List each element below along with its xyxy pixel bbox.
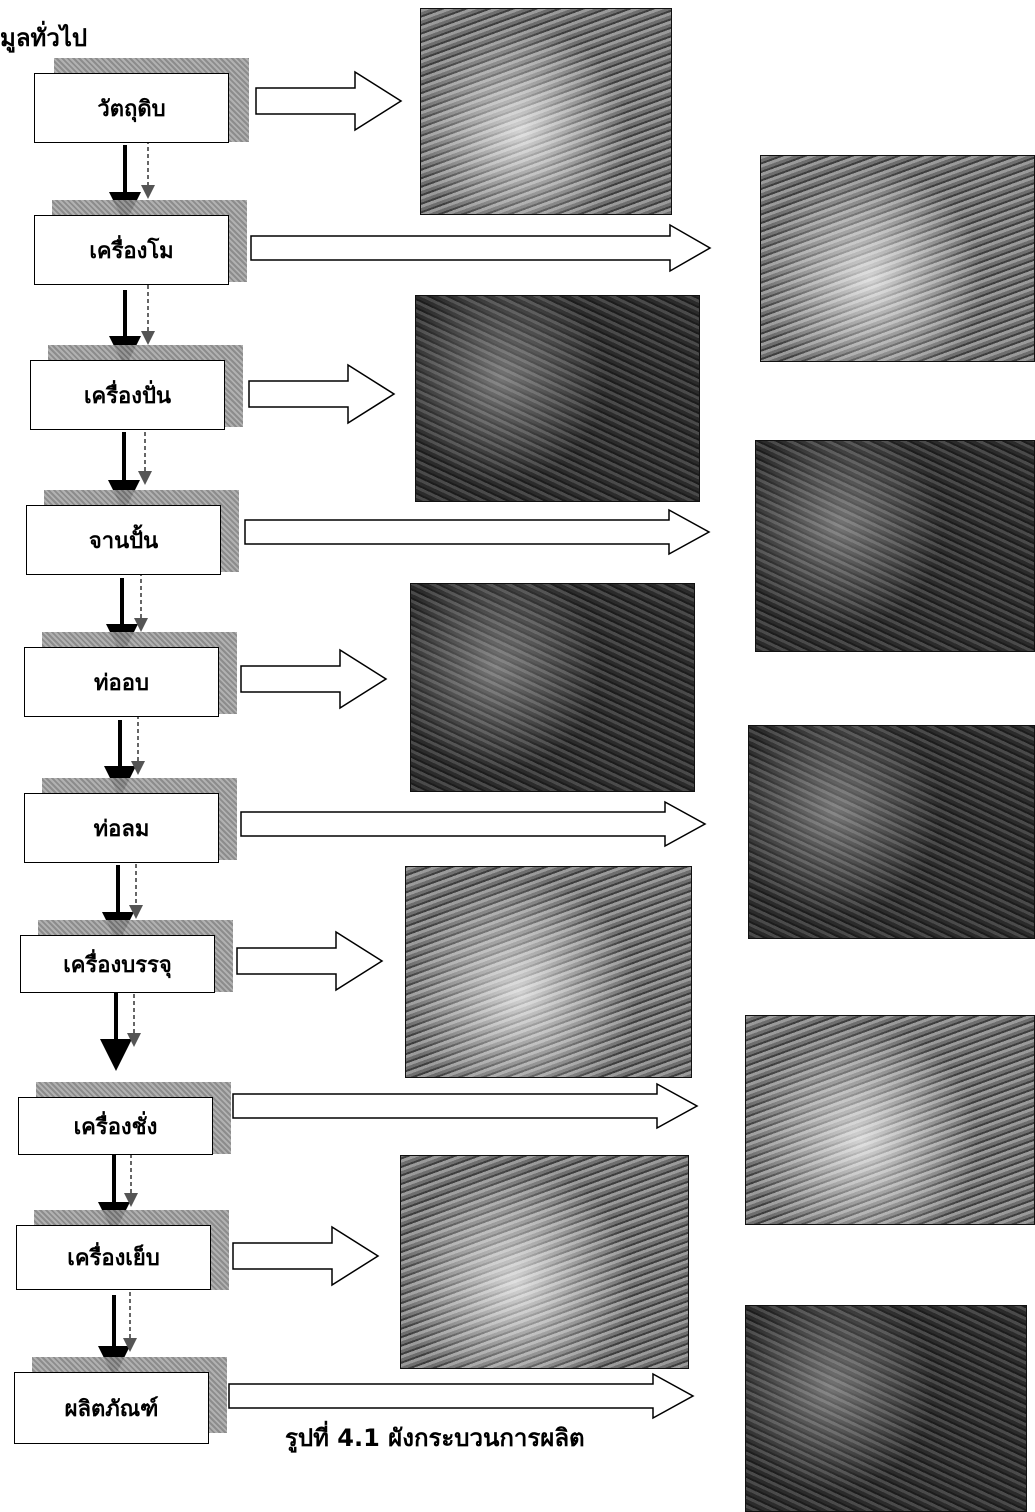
step-label: วัตถุดิบ <box>34 73 229 143</box>
flow-arrow-9 <box>114 1285 130 1362</box>
arrow-to-photo-1 <box>255 70 405 132</box>
arrow-to-photo-5 <box>240 648 390 710</box>
arrow-to-photo-4 <box>244 508 714 558</box>
step-label: ท่ออบ <box>24 647 219 717</box>
arrow-to-photo-10 <box>228 1372 698 1422</box>
photo-pelletizer-plate <box>755 440 1035 652</box>
photo-sewing-machine <box>400 1155 689 1369</box>
step-label: ผลิตภัณฑ์ <box>14 1372 209 1444</box>
step-label: เครื่องชั่ง <box>18 1097 213 1155</box>
step-label: เครื่องเย็บ <box>16 1225 211 1290</box>
photo-packing-machine <box>405 866 692 1078</box>
arrow-to-photo-8 <box>232 1082 702 1132</box>
step-label: เครื่องโม <box>34 215 229 285</box>
arrow-to-photo-9 <box>232 1225 382 1287</box>
figure-caption: รูปที่ 4.1 ผังกระบวนการผลิต <box>285 1418 585 1457</box>
photo-raw-material <box>420 8 672 215</box>
step-label: จานปั้น <box>26 505 221 575</box>
photo-air-duct <box>748 725 1035 939</box>
step-label: ท่อลม <box>24 793 219 863</box>
photo-product <box>745 1305 1027 1512</box>
photo-grinder <box>760 155 1035 362</box>
photo-weighing-machine <box>745 1015 1035 1225</box>
arrow-to-photo-2 <box>250 223 715 275</box>
photo-dryer-tube <box>410 583 695 792</box>
arrow-to-photo-6 <box>240 800 710 850</box>
arrow-to-photo-7 <box>236 930 386 992</box>
flow-arrow-5 <box>120 708 138 782</box>
flow-arrow-1 <box>125 140 148 208</box>
flow-arrow-4 <box>122 565 141 640</box>
flow-arrow-2 <box>125 278 148 352</box>
step-label: เครื่องปั่น <box>30 360 225 430</box>
photo-mixer <box>415 295 700 502</box>
arrow-to-photo-3 <box>248 363 398 425</box>
step-label: เครื่องบรรจุ <box>20 935 215 993</box>
